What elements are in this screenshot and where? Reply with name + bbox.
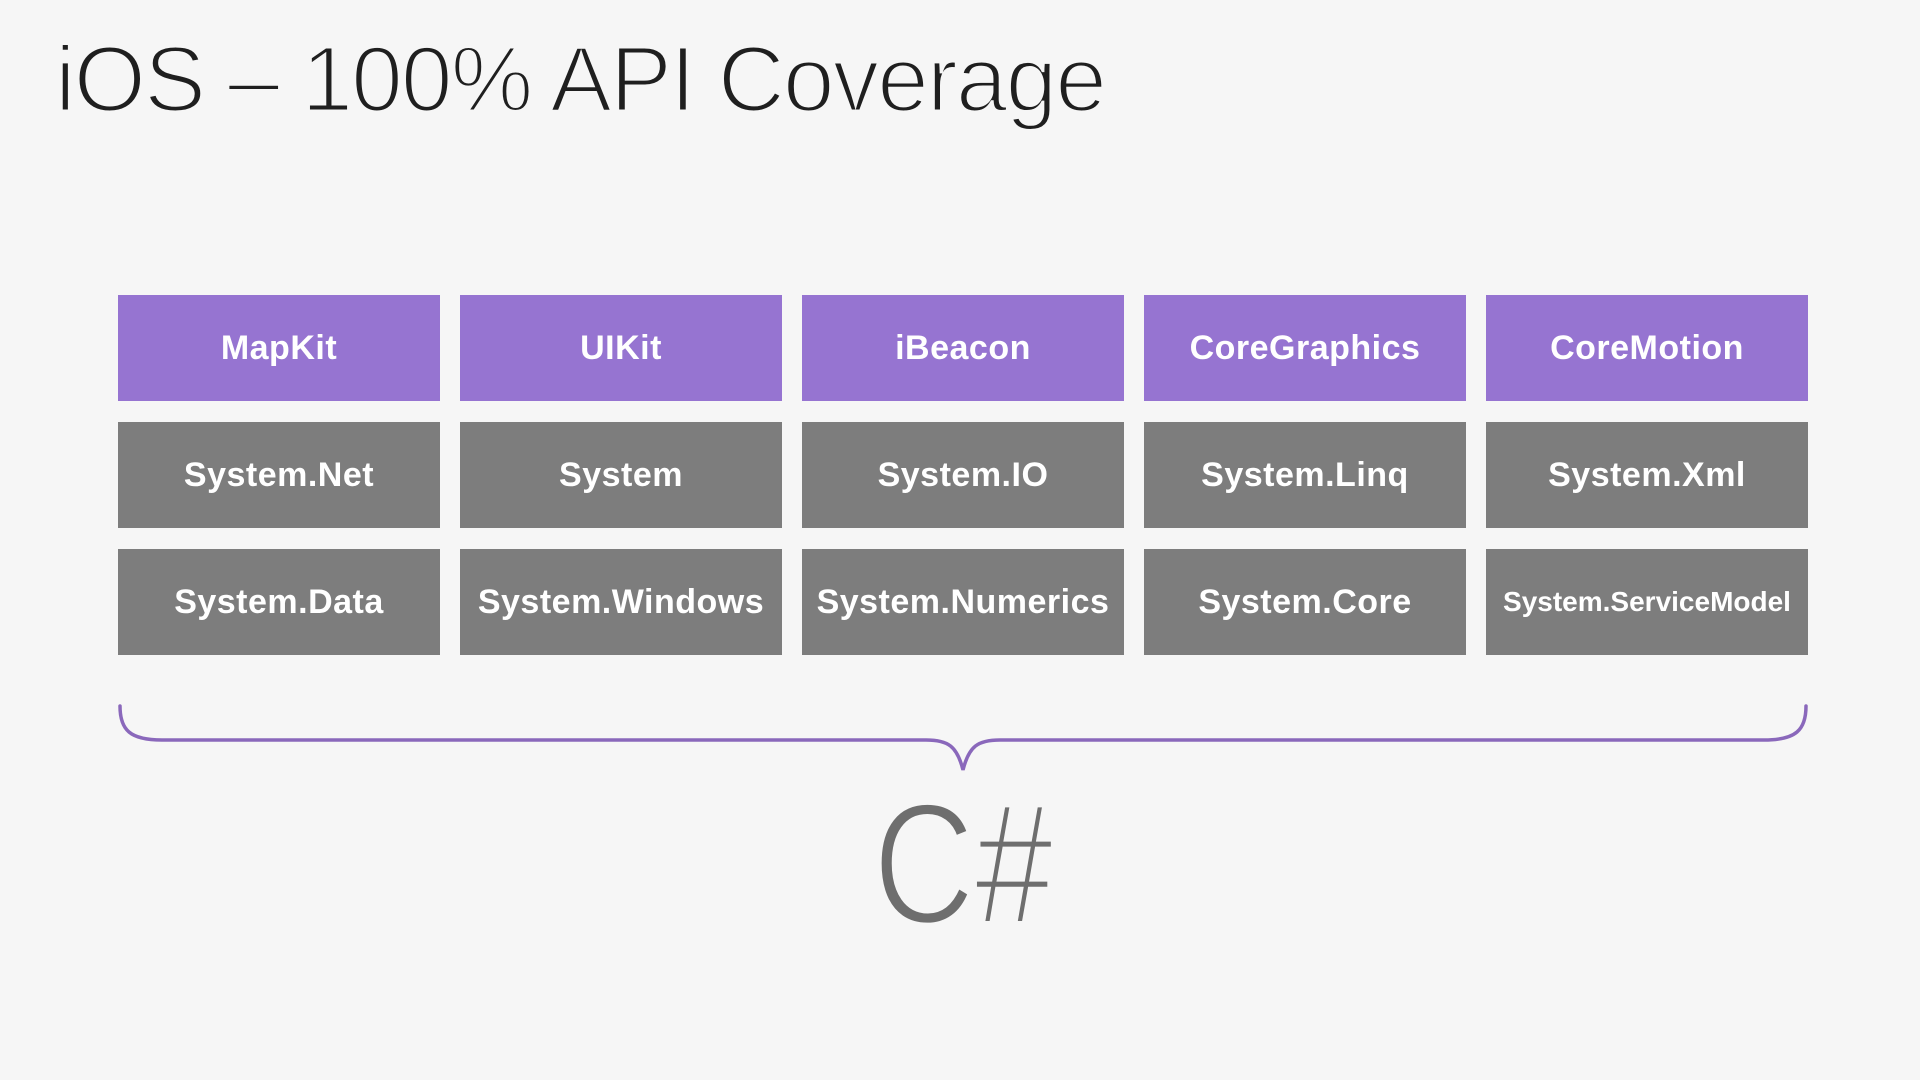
api-box-label: System.ServiceModel — [1503, 586, 1791, 617]
api-box-label: CoreMotion — [1550, 328, 1744, 367]
underbrace-curve — [118, 704, 1808, 771]
api-box-label: CoreGraphics — [1189, 328, 1421, 367]
page-title: iOS – 100% API Coverage — [54, 26, 1109, 132]
api-box-label: System.Core — [1198, 582, 1412, 621]
api-box-coremotion: CoreMotion — [1486, 295, 1808, 401]
api-box-system: System — [460, 422, 782, 528]
api-box-label: System.Windows — [477, 582, 765, 621]
api-box-system-linq: System.Linq — [1144, 422, 1466, 528]
api-box-uikit: UIKit — [460, 295, 782, 401]
api-box-label: System.Xml — [1548, 455, 1746, 494]
api-box-coregraphics: CoreGraphics — [1144, 295, 1466, 401]
api-box-system-numerics: System.Numerics — [802, 549, 1124, 655]
api-box-label: System.IO — [877, 455, 1049, 494]
api-box-system-core: System.Core — [1144, 549, 1466, 655]
api-box-label: System.Numerics — [816, 582, 1110, 621]
api-box-label: System.Data — [174, 582, 384, 621]
api-box-label: MapKit — [220, 328, 338, 367]
api-box-system-io: System.IO — [802, 422, 1124, 528]
api-box-label: System.Net — [183, 455, 375, 494]
api-box-mapkit: MapKit — [118, 295, 440, 401]
api-box-ibeacon: iBeacon — [802, 295, 1124, 401]
api-box-system-windows: System.Windows — [460, 549, 782, 655]
api-box-system-servicemodel: System.ServiceModel — [1486, 549, 1808, 655]
api-box-label: iBeacon — [895, 328, 1031, 367]
api-box-system-data: System.Data — [118, 549, 440, 655]
api-coverage-grid: MapKit UIKit iBeacon CoreGraphics CoreMo… — [118, 295, 1808, 655]
api-box-label: UIKit — [580, 328, 662, 367]
api-box-label: System — [559, 455, 683, 494]
csharp-label: C# — [871, 768, 1055, 960]
api-box-system-net: System.Net — [118, 422, 440, 528]
api-box-label: System.Linq — [1201, 455, 1409, 494]
api-box-system-xml: System.Xml — [1486, 422, 1808, 528]
